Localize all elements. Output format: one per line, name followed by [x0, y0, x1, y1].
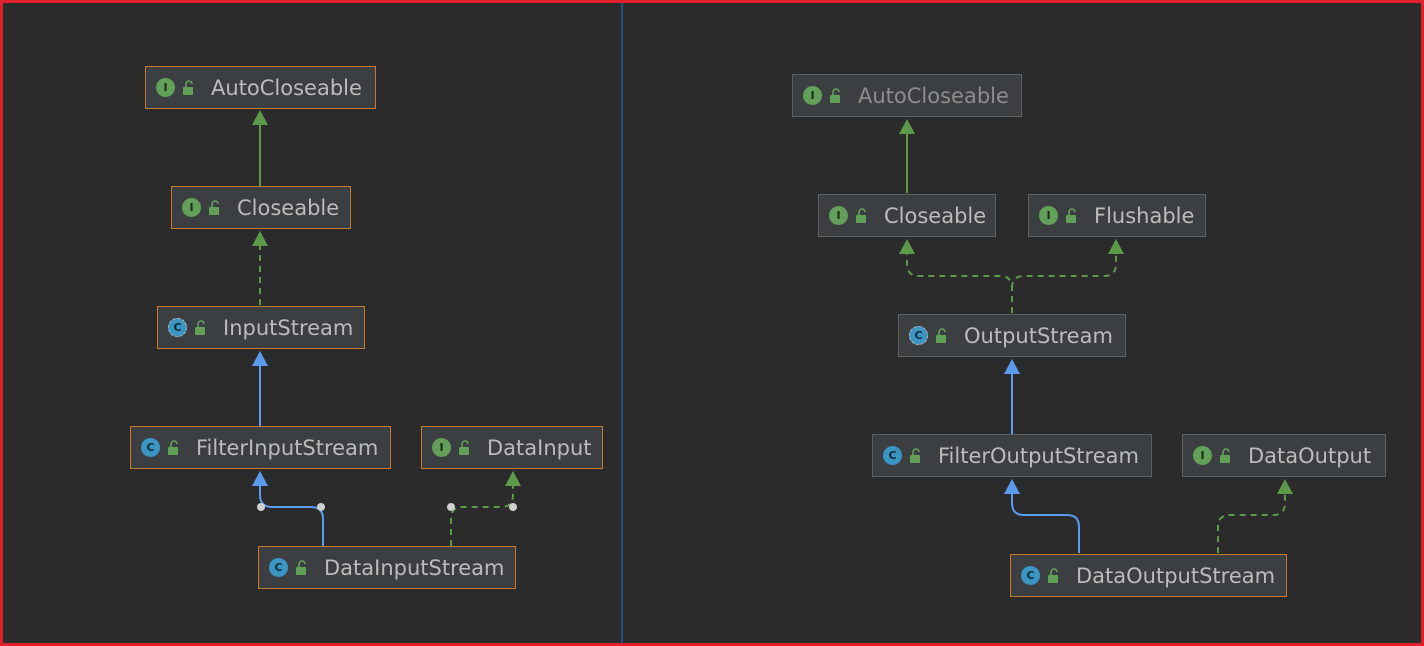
public-lock-icon — [856, 207, 866, 223]
interface-icon: I — [1193, 446, 1212, 465]
wire-joint-left-1 — [257, 503, 265, 511]
arrowhead-autocloseable-left — [252, 110, 268, 125]
public-lock-icon — [1066, 207, 1076, 223]
panel-divider[interactable] — [621, 3, 623, 643]
output-stream-diagram: I AutoCloseable I Closeable I Flushable … — [623, 3, 1421, 643]
node-filteroutputstream[interactable]: C FilterOutputStream — [872, 434, 1152, 477]
public-lock-icon — [296, 559, 306, 575]
node-label: Closeable — [237, 195, 340, 220]
public-lock-icon — [459, 439, 469, 455]
class-icon: C — [269, 558, 288, 577]
public-lock-icon — [183, 79, 193, 95]
edge-outputstream-flushable — [1011, 254, 1117, 289]
public-lock-icon — [910, 447, 920, 463]
wire-joint-left-2 — [317, 503, 325, 511]
node-label: InputStream — [223, 315, 354, 340]
node-label: Flushable — [1094, 203, 1195, 228]
node-datainputstream[interactable]: C DataInputStream — [258, 546, 516, 589]
node-label: DataOutputStream — [1076, 563, 1276, 588]
relationship-wires — [252, 110, 1293, 553]
node-label: DataOutput — [1248, 443, 1372, 468]
node-dataoutput[interactable]: I DataOutput — [1182, 434, 1386, 477]
public-lock-icon — [1220, 447, 1230, 463]
class-icon: C — [1021, 566, 1040, 585]
arrowhead-outputstream — [1004, 359, 1020, 374]
node-autocloseable-right[interactable]: I AutoCloseable — [792, 74, 1022, 117]
arrowhead-flushable — [1108, 239, 1124, 254]
interface-icon: I — [1039, 206, 1058, 225]
abstract-class-icon: C — [909, 326, 928, 345]
arrowhead-filterinputstream — [252, 471, 268, 486]
node-autocloseable-left[interactable]: I AutoCloseable — [145, 66, 376, 109]
public-lock-icon — [195, 319, 205, 335]
arrowhead-dataoutput — [1277, 479, 1293, 494]
arrowhead-datainput — [505, 471, 521, 486]
node-flushable[interactable]: I Flushable — [1028, 194, 1206, 237]
class-icon: C — [141, 438, 160, 457]
node-closeable-right[interactable]: I Closeable — [818, 194, 996, 237]
node-inputstream[interactable]: C InputStream — [157, 306, 365, 349]
class-icon: C — [883, 446, 902, 465]
node-label: AutoCloseable — [211, 75, 362, 100]
arrowhead-autocloseable-right — [899, 119, 915, 134]
node-label: DataInputStream — [324, 555, 505, 580]
arrowhead-filteroutputstream — [1004, 479, 1020, 494]
public-lock-icon — [830, 87, 840, 103]
node-datainput[interactable]: I DataInput — [421, 426, 603, 469]
node-label: FilterOutputStream — [938, 443, 1139, 468]
input-stream-diagram: I AutoCloseable I Closeable C InputStrea… — [3, 3, 621, 643]
public-lock-icon — [1048, 567, 1058, 583]
arrowhead-closeable-right — [899, 239, 915, 254]
arrowhead-inputstream — [252, 351, 268, 366]
abstract-class-icon: C — [168, 318, 187, 337]
edge-dataoutputstream-dataoutput — [1217, 494, 1286, 553]
wire-joint-left-4 — [509, 503, 517, 511]
interface-icon: I — [803, 86, 822, 105]
edge-dataoutputstream-filteroutputstream — [1011, 494, 1080, 553]
public-lock-icon — [936, 327, 946, 343]
interface-icon: I — [829, 206, 848, 225]
node-closeable-left[interactable]: I Closeable — [171, 186, 351, 229]
public-lock-icon — [168, 439, 178, 455]
node-label: DataInput — [487, 435, 592, 460]
interface-icon: I — [182, 198, 201, 217]
node-outputstream[interactable]: C OutputStream — [898, 314, 1126, 357]
edge-datainputstream-filterinputstream — [259, 486, 324, 546]
wire-joint-left-3 — [447, 503, 455, 511]
public-lock-icon — [209, 199, 219, 215]
interface-icon: I — [432, 438, 451, 457]
interface-icon: I — [156, 78, 175, 97]
arrowhead-closeable-left — [252, 231, 268, 246]
node-dataoutputstream[interactable]: C DataOutputStream — [1010, 554, 1287, 597]
node-label: FilterInputStream — [196, 435, 379, 460]
node-filterinputstream[interactable]: C FilterInputStream — [130, 426, 391, 469]
node-label: Closeable — [884, 203, 987, 228]
node-label: AutoCloseable — [858, 83, 1009, 108]
node-label: OutputStream — [964, 323, 1113, 348]
